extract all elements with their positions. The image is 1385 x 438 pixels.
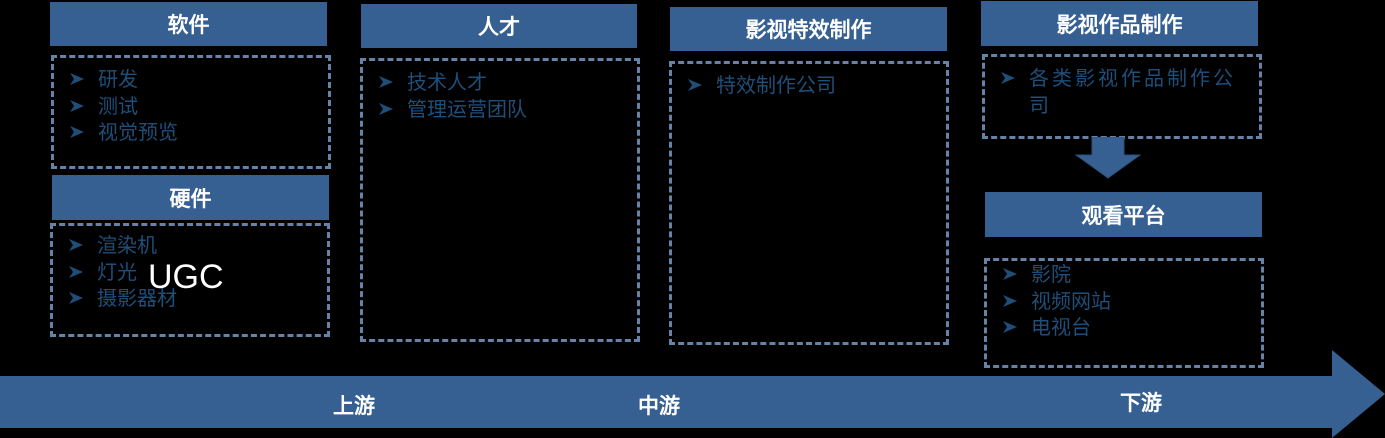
ugc-overlay-label: UGC (148, 258, 224, 296)
list-item: 技术人才 (377, 69, 627, 96)
list-item: 影院 (1001, 261, 1251, 288)
list-item: 视频网站 (1001, 288, 1251, 315)
hardware-header: 硬件 (52, 175, 329, 220)
talent-box: 技术人才 管理运营团队 (360, 58, 640, 342)
arrowhead-bullet-icon (377, 69, 395, 95)
list-item: 渲染机 (67, 232, 317, 259)
stage-label-midstream: 中游 (638, 394, 680, 418)
production-list: 各类影视作品制作公司 (999, 65, 1249, 118)
vfx-header: 影视特效制作 (670, 7, 947, 51)
arrowhead-bullet-icon (67, 285, 85, 311)
arrowhead-bullet-icon (68, 119, 86, 145)
list-item: 研发 (68, 66, 318, 93)
arrowhead-bullet-icon (68, 93, 86, 119)
hardware-title: 硬件 (169, 186, 212, 211)
down-arrow-icon (1074, 136, 1142, 183)
list-item: 测试 (68, 93, 318, 120)
arrowhead-bullet-icon (999, 65, 1017, 91)
list-item: 电视台 (1001, 314, 1251, 341)
arrowhead-bullet-icon (377, 96, 395, 122)
vfx-title: 影视特效制作 (745, 18, 872, 42)
software-header: 软件 (50, 2, 327, 46)
software-list: 研发 测试 视觉预览 (68, 66, 318, 146)
list-item: 摄影器材 (67, 285, 317, 312)
arrowhead-bullet-icon (67, 232, 85, 258)
talent-header: 人才 (361, 4, 637, 48)
hardware-list: 渲染机 灯光 摄影器材 (67, 232, 317, 312)
list-item: 特效制作公司 (686, 72, 936, 99)
arrowhead-bullet-icon (1001, 288, 1019, 314)
vfx-list: 特效制作公司 (686, 72, 936, 99)
software-box: 研发 测试 视觉预览 (51, 55, 331, 169)
talent-list: 技术人才 管理运营团队 (377, 69, 627, 122)
platforms-box: 影院 视频网站 电视台 (984, 258, 1264, 368)
talent-title: 人才 (478, 15, 520, 39)
arrowhead-bullet-icon (1001, 261, 1019, 287)
platforms-header: 观看平台 (985, 192, 1262, 237)
platforms-list: 影院 视频网站 电视台 (1001, 261, 1251, 341)
list-item: 视觉预览 (68, 119, 318, 146)
production-box: 各类影视作品制作公司 (982, 54, 1262, 139)
software-title: 软件 (167, 13, 210, 37)
arrowhead-bullet-icon (68, 66, 86, 92)
arrowhead-bullet-icon (67, 259, 85, 285)
arrowhead-bullet-icon (1001, 314, 1019, 340)
stage-label-downstream: 下游 (1120, 391, 1162, 415)
platforms-title: 观看平台 (1081, 203, 1166, 228)
production-title: 影视作品制作 (1056, 12, 1183, 37)
list-item: 管理运营团队 (377, 96, 627, 123)
hardware-box: 渲染机 灯光 摄影器材 (50, 223, 330, 337)
vfx-box: 特效制作公司 (669, 61, 949, 345)
list-item: 各类影视作品制作公司 (999, 65, 1249, 118)
stage-label-upstream: 上游 (333, 394, 375, 418)
list-item: 灯光 (67, 259, 317, 286)
production-header: 影视作品制作 (981, 1, 1258, 46)
arrowhead-bullet-icon (686, 72, 704, 98)
value-chain-arrow: 上游 中游 下游 (0, 350, 1385, 438)
